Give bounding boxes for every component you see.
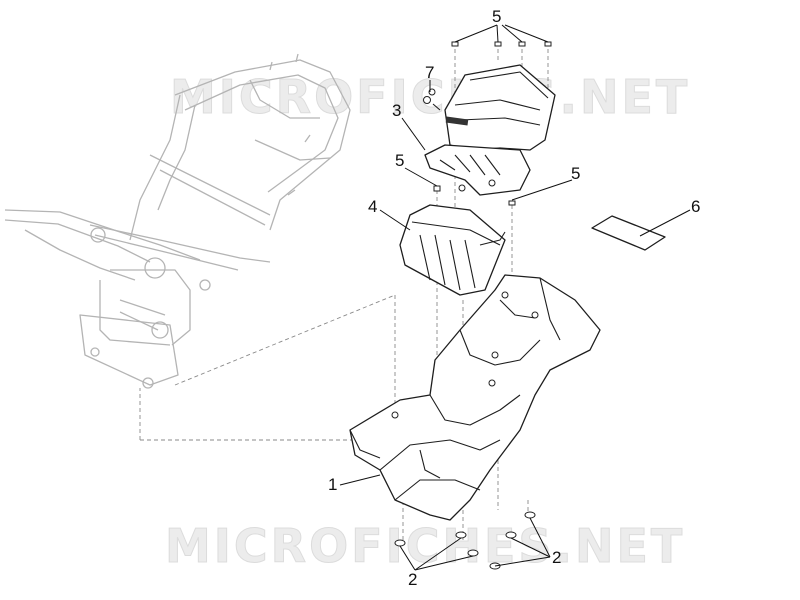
callout-2-right: 2: [552, 548, 561, 567]
leader-lines: [339, 24, 691, 571]
callout-7: 7: [425, 63, 434, 82]
callout-5-top: 5: [492, 7, 501, 26]
part-3-bracket: [424, 64, 556, 196]
part-4-cover: [399, 204, 506, 296]
callout-3: 3: [392, 101, 401, 120]
part-2-fasteners: [394, 511, 536, 570]
part-7-screws: [423, 88, 441, 111]
part-5-bolts: [433, 41, 552, 206]
part-1-compartment: [349, 274, 601, 521]
callout-1: 1: [328, 475, 337, 494]
callout-5-right: 5: [571, 164, 580, 183]
watermark-bottom: MICROFICHES.NET: [165, 519, 685, 573]
callout-6: 6: [691, 197, 700, 216]
callout-5-left: 5: [395, 151, 404, 170]
part-6-label: [591, 215, 666, 251]
ghost-frame: [4, 53, 351, 389]
callout-4: 4: [368, 197, 377, 216]
callout-2-left: 2: [408, 570, 417, 589]
